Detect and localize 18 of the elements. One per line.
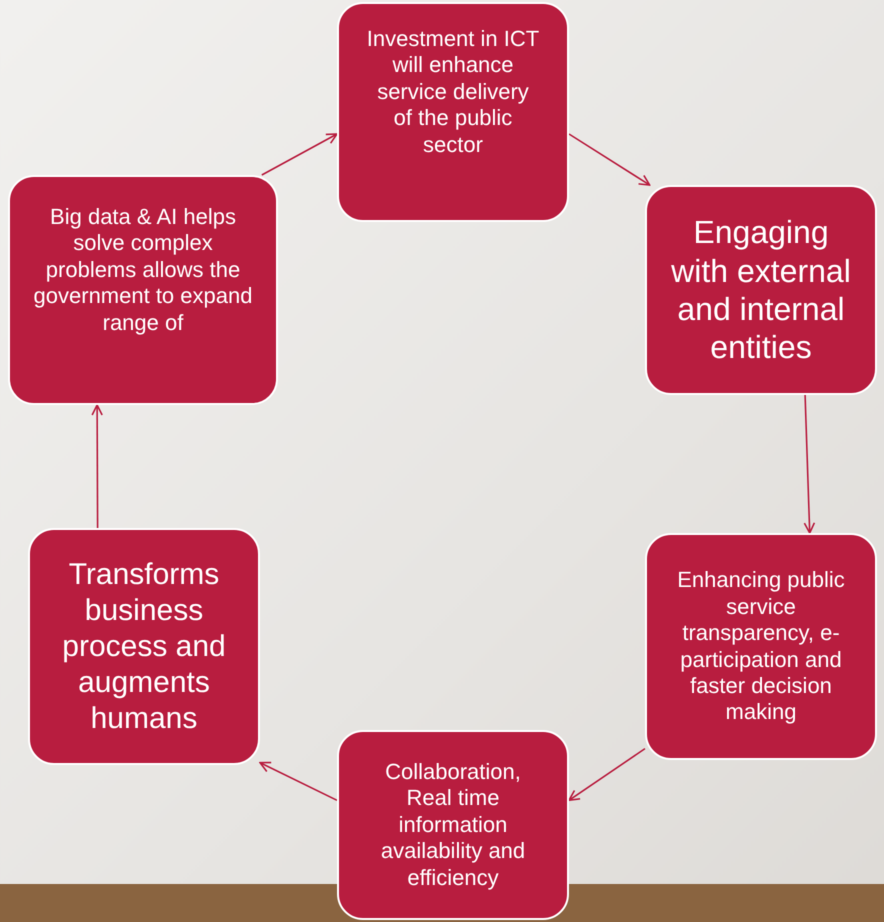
arrow: [804, 394, 816, 534]
node-text: Collaboration, Real time information availability and efficiency: [380, 759, 526, 891]
node-text: Transforms business process and augments humans: [61, 556, 227, 736]
node-text: Enhancing public service transparency, e-participation and faster decision making: [676, 567, 846, 726]
process-box: [8, 175, 278, 405]
process-box: [28, 528, 260, 765]
arrow: [568, 748, 646, 802]
process-box: [337, 730, 569, 920]
process-box: [337, 2, 569, 222]
process-box: [645, 533, 877, 760]
node-text: Engaging with external and internal entities: [670, 213, 852, 367]
node-text: Investment in ICT will enhance service delivery of the public sector: [366, 26, 540, 158]
arrow: [259, 762, 338, 802]
arrow: [261, 133, 338, 176]
node-text: Big data & AI helps solve complex problems allows the government to expand range of: [32, 204, 254, 336]
arrow: [91, 404, 103, 528]
arrow: [568, 133, 650, 186]
process-box: [645, 185, 877, 395]
